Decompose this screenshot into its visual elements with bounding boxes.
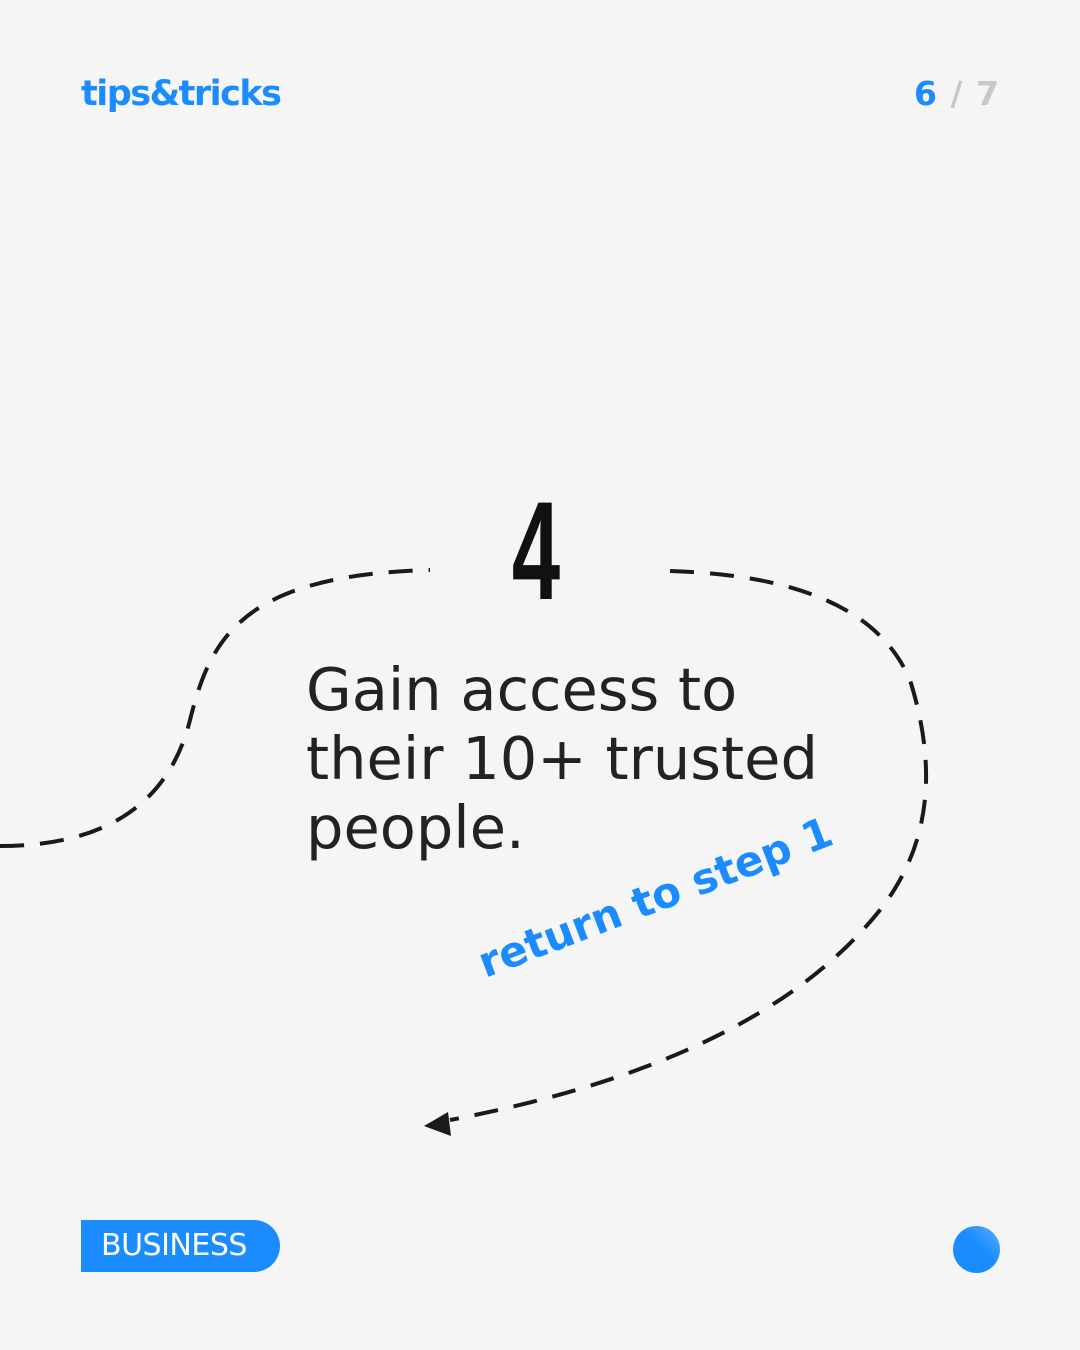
page-current: 6 — [914, 74, 938, 113]
page-indicator: 6 / 7 — [914, 74, 1000, 113]
page-separator: / — [950, 74, 964, 113]
brand-logo: tips&tricks — [81, 74, 282, 114]
category-badge: BUSINESS — [81, 1220, 280, 1272]
page-total: 7 — [976, 74, 1000, 113]
arrowhead-icon — [424, 1112, 451, 1136]
decorative-dot-icon — [953, 1226, 1000, 1273]
step-description: Gain access to their 10+ trusted people. — [306, 655, 818, 862]
step-number: 4 — [511, 472, 561, 629]
